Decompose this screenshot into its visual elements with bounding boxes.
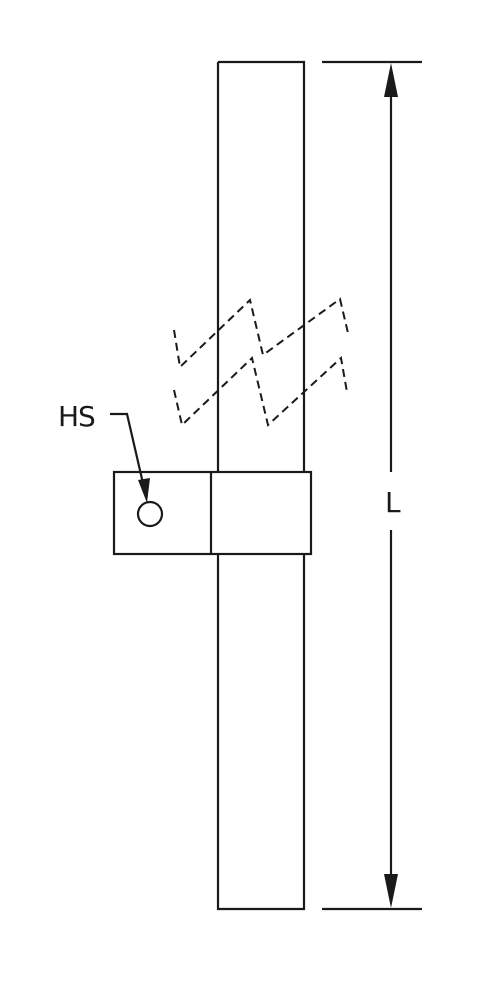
break-line-upper — [173, 297, 349, 370]
rod-lower-segment — [216, 554, 306, 911]
hole-size-label: HS — [58, 400, 96, 433]
rod-upper-segment — [216, 60, 306, 472]
length-label: L — [383, 486, 403, 519]
break-line-lower — [173, 356, 348, 427]
dimension-arrow-bottom — [384, 874, 398, 908]
hs-leader-line — [110, 412, 147, 493]
dimension-arrow-top — [384, 63, 398, 97]
hs-leader-arrowhead — [138, 478, 150, 503]
hole-circle — [136, 500, 164, 528]
clamp-block — [112, 470, 313, 556]
